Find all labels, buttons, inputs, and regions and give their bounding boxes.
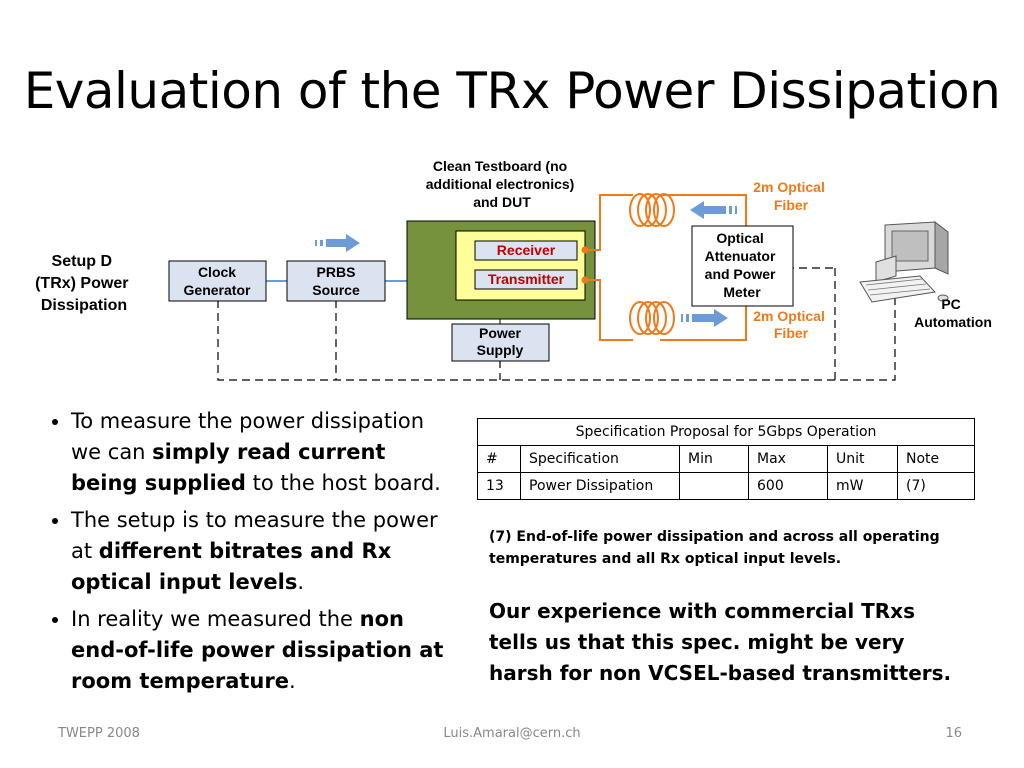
- svg-text:Receiver: Receiver: [497, 242, 556, 258]
- transmitter-box: Transmitter: [474, 269, 578, 290]
- footer-event: TWEPP 2008: [58, 726, 140, 741]
- bullet-item: In reality we measured the non end-of-li…: [71, 604, 444, 697]
- receiver-box: Receiver: [474, 240, 578, 261]
- bullet-bold-text: simply read current being supplied: [71, 440, 386, 495]
- pc-icon: [859, 220, 949, 303]
- svg-text:Optical Attenuator: Optical Attenuator and Power Meter: [705, 230, 780, 300]
- page-number: 16: [945, 726, 962, 741]
- setup-label: Setup D (TRx) Power Dissipation: [35, 253, 133, 314]
- table-cell: [679, 472, 749, 500]
- conclusion-text: Our experience with commercial TRxs tell…: [489, 599, 952, 685]
- bullet-item: To measure the power dissipation we can …: [71, 406, 444, 499]
- bullet-text: .: [288, 669, 296, 693]
- slide-title: Evaluation of the TRx Power Dissipation: [23, 62, 1001, 120]
- bullet-text: The setup is to measure the power at: [71, 508, 438, 563]
- bullet-bold-text: different bitrates and Rx optical input …: [71, 539, 392, 594]
- table-cell: 13: [477, 472, 521, 500]
- table-header-cell: Min: [679, 445, 749, 473]
- rx-port-dot: [581, 246, 589, 254]
- bullet-text: .: [297, 570, 305, 594]
- testboard-label: Clean Testboard (no additional electroni…: [426, 158, 578, 210]
- fiber-label-bottom: 2m Optical Fiber: [753, 308, 828, 341]
- svg-text:Transmitter: Transmitter: [488, 271, 565, 287]
- table-row: 13 Power Dissipation 600 mW (7): [477, 472, 975, 500]
- data-arrow-icon: [315, 234, 360, 252]
- table-cell: (7): [897, 472, 975, 500]
- fiber-coil-bottom-icon: [629, 301, 675, 335]
- attenuator-box: Optical Attenuator and Power Meter: [691, 225, 794, 307]
- tx-port-dot: [581, 276, 589, 284]
- table-cell: mW: [827, 472, 898, 500]
- bullet-text: To measure the power dissipation we can: [71, 409, 425, 464]
- footer-email: Luis.Amaral@cern.ch: [443, 726, 581, 741]
- table-header-cell: Specification: [520, 445, 680, 473]
- optical-fiber: [585, 194, 747, 341]
- fiber-arrow-bottom-icon: [681, 309, 728, 327]
- spec-table-title: Specification Proposal for 5Gbps Operati…: [477, 418, 975, 446]
- table-cell: 600: [748, 472, 828, 500]
- fiber-arrow-top-icon: [690, 201, 737, 219]
- spec-table: Specification Proposal for 5Gbps Operati…: [477, 418, 975, 500]
- bullet-bold-text: non end-of-life power dissipation at roo…: [71, 607, 444, 693]
- table-header-cell: #: [477, 445, 521, 473]
- table-header-cell: Max: [748, 445, 828, 473]
- bullet-list: To measure the power dissipation we can …: [44, 406, 444, 703]
- bullet-text: to the host board.: [245, 471, 441, 495]
- bullet-text: In reality we measured the: [71, 607, 360, 631]
- table-header-cell: Unit: [827, 445, 898, 473]
- fiber-label-top: 2m Optical Fiber: [753, 179, 828, 213]
- pc-label: PC Automation: [914, 296, 992, 330]
- table-header-cell: Note: [897, 445, 975, 473]
- table-header-row: # Specification Min Max Unit Note: [477, 445, 975, 473]
- spec-footnote: (7) End-of-life power dissipation and ac…: [489, 529, 940, 567]
- fiber-coil-top-icon: [629, 193, 675, 227]
- table-cell: Power Dissipation: [520, 472, 680, 500]
- control-dashed-line: [217, 267, 896, 381]
- bullet-item: The setup is to measure the power at dif…: [71, 505, 444, 598]
